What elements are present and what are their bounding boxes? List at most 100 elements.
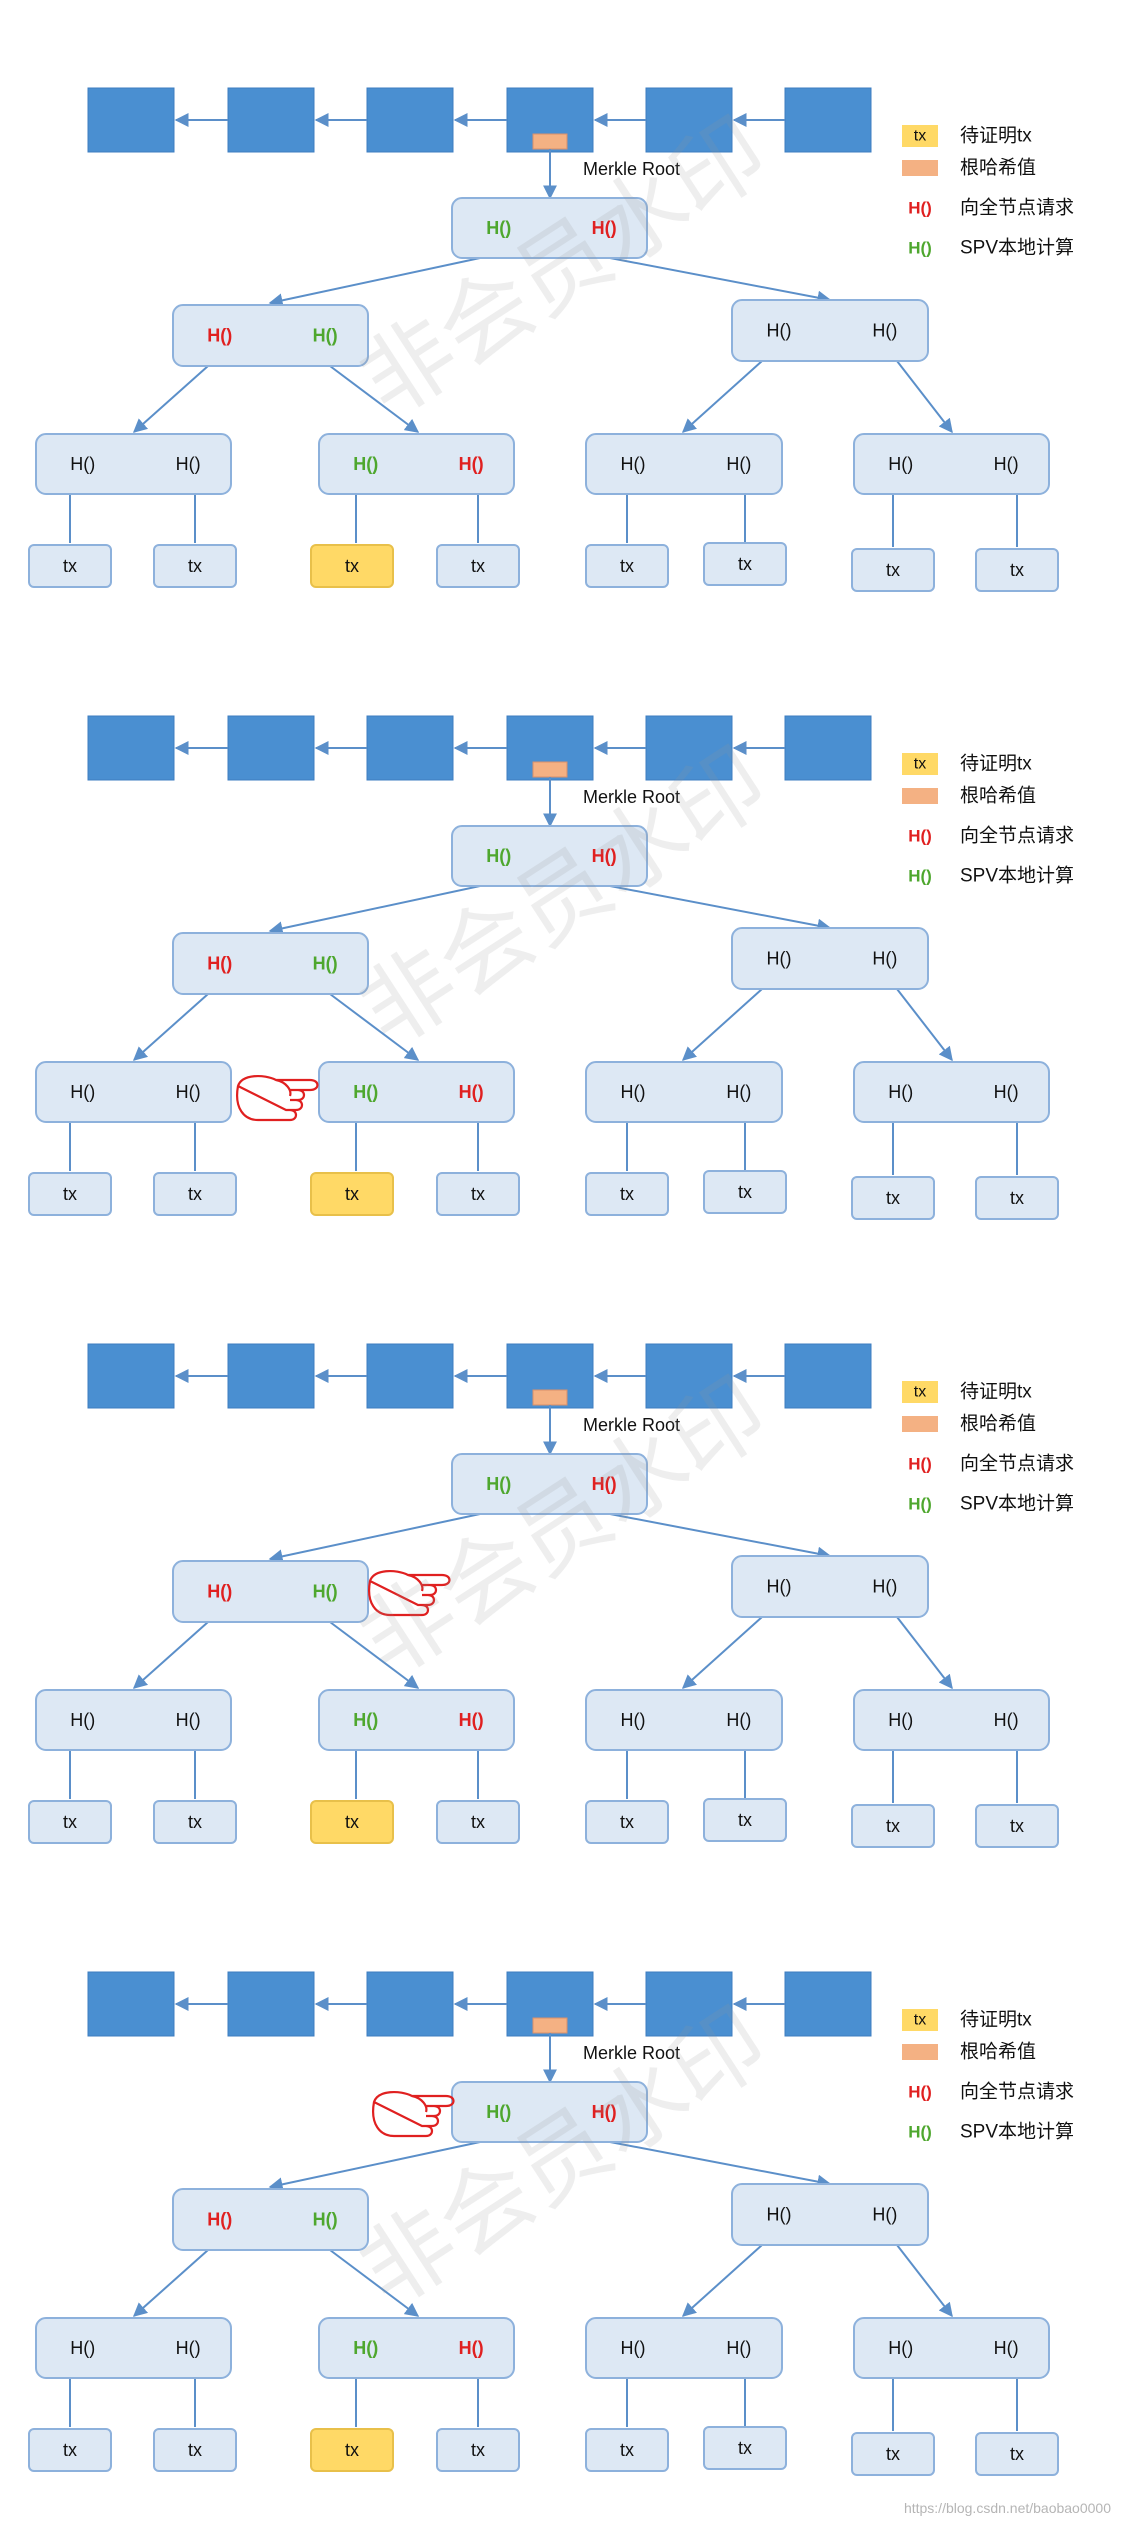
hash-label: H() <box>621 1082 646 1102</box>
legend-hash-swatch: H() <box>908 867 932 886</box>
hash-node-box <box>585 1689 783 1751</box>
target-tx-box <box>310 544 394 588</box>
hash-label: H() <box>726 2338 751 2358</box>
hash-node-box <box>451 197 648 259</box>
hash-label: H() <box>353 454 378 474</box>
legend-text: SPV本地计算 <box>960 2121 1074 2143</box>
hash-node-box <box>35 433 232 495</box>
tx-box <box>703 1170 787 1214</box>
hash-label: H() <box>621 2338 646 2358</box>
tx-label: tx <box>471 2440 485 2460</box>
tree-edge <box>681 2244 763 2317</box>
tx-box <box>28 2428 112 2472</box>
legend-hash-swatch: H() <box>908 2083 932 2102</box>
legend-text: 根哈希值 <box>960 785 1036 807</box>
tree-edge <box>132 1621 209 1689</box>
tx-label: tx <box>620 1812 634 1832</box>
hash-node-box <box>853 1689 1050 1751</box>
block <box>784 715 872 781</box>
legend-root-swatch <box>902 1416 938 1432</box>
tx-box <box>28 544 112 588</box>
legend-text: 待证明tx <box>960 1381 1032 1403</box>
hash-label: H() <box>459 1710 484 1730</box>
tree-edge <box>132 2249 209 2317</box>
hash-label: H() <box>726 1082 751 1102</box>
hash-node-box <box>585 1061 783 1123</box>
block <box>366 1343 454 1409</box>
tx-label: tx <box>886 560 900 580</box>
tx-label: tx <box>188 1812 202 1832</box>
tx-box <box>975 1176 1059 1220</box>
tx-box <box>585 1172 669 1216</box>
tx-label: tx <box>63 1184 77 1204</box>
tree-edge <box>609 2141 832 2189</box>
target-tx-box <box>310 1172 394 1216</box>
tx-box <box>436 1172 520 1216</box>
tx-box <box>153 1172 237 1216</box>
tx-box <box>153 544 237 588</box>
tree-edge <box>329 1621 420 1689</box>
hash-label: H() <box>888 2338 913 2358</box>
tx-box <box>703 1798 787 1842</box>
hash-node-box <box>731 299 929 362</box>
hash-label: H() <box>621 454 646 474</box>
legend-swatch-label: tx <box>914 2012 926 2029</box>
tree-edge <box>329 365 420 433</box>
tx-box <box>975 1804 1059 1848</box>
hash-label: H() <box>353 1082 378 1102</box>
legend-text: SPV本地计算 <box>960 237 1074 259</box>
pointing-hand-icon <box>372 2090 455 2138</box>
hash-label: H() <box>353 2338 378 2358</box>
tx-box <box>703 2426 787 2470</box>
hash-node-box <box>731 1555 929 1618</box>
hash-label: H() <box>767 321 792 341</box>
hash-label: H() <box>726 1710 751 1730</box>
source-credit: https://blog.csdn.net/baobao0000 <box>903 2500 1111 2516</box>
hash-label: H() <box>459 1082 484 1102</box>
hash-label: H() <box>592 846 617 866</box>
block <box>645 87 733 153</box>
tx-label: tx <box>471 1812 485 1832</box>
legend-swatch-label: tx <box>914 1384 926 1401</box>
tree-edge <box>896 360 953 434</box>
hash-node-box <box>318 433 515 495</box>
tx-label: tx <box>345 556 359 576</box>
tx-box <box>585 1800 669 1844</box>
block <box>87 1971 175 2037</box>
tree-edge <box>268 2141 481 2192</box>
hash-label: H() <box>70 1082 95 1102</box>
hash-label: H() <box>872 2205 897 2225</box>
tx-label: tx <box>471 556 485 576</box>
block <box>784 1343 872 1409</box>
tx-label: tx <box>738 1182 752 1202</box>
block <box>784 87 872 153</box>
legend-text: 向全节点请求 <box>960 1453 1074 1475</box>
tree-edge <box>896 2244 953 2318</box>
hash-label: H() <box>888 1082 913 1102</box>
hash-label: H() <box>313 2210 338 2230</box>
block <box>227 715 315 781</box>
root-hash-marker <box>532 1389 568 1406</box>
hash-label: H() <box>872 321 897 341</box>
tx-label: tx <box>886 1816 900 1836</box>
hash-label: H() <box>313 326 338 346</box>
tree-edge <box>681 1616 763 1689</box>
hash-label: H() <box>207 954 232 974</box>
hash-label: H() <box>888 1710 913 1730</box>
tx-label: tx <box>886 2444 900 2464</box>
legend-text: 待证明tx <box>960 125 1032 147</box>
tx-label: tx <box>1010 560 1024 580</box>
tree-edge <box>268 885 481 936</box>
hash-label: H() <box>888 454 913 474</box>
tx-box <box>851 548 935 592</box>
tx-label: tx <box>738 554 752 574</box>
tree-edge <box>609 885 832 933</box>
tx-box <box>585 2428 669 2472</box>
tree-edge <box>896 1616 953 1690</box>
tx-label: tx <box>738 1810 752 1830</box>
hash-label: H() <box>767 2205 792 2225</box>
hash-node-box <box>172 1560 369 1623</box>
